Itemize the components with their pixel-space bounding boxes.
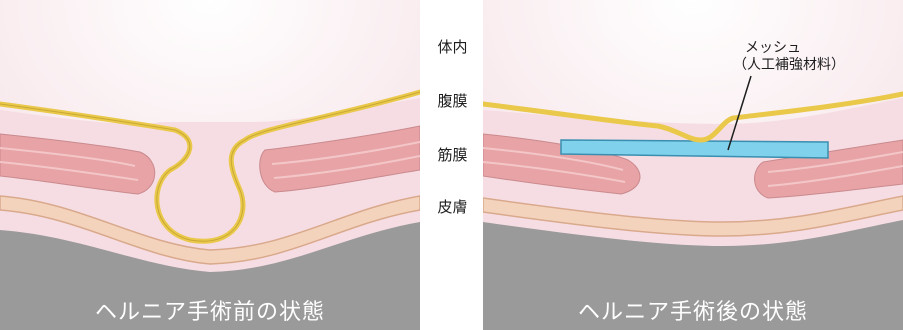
label-skin: 皮膚 (425, 196, 480, 217)
label-inside-body: 体内 (425, 36, 480, 57)
label-peritoneum: 腹膜 (425, 90, 480, 111)
label-fascia: 筋膜 (425, 144, 480, 165)
before-surgery-panel: ヘルニア手術前の状態 (0, 0, 420, 330)
caption-before: ヘルニア手術前の状態 (0, 294, 420, 326)
before-surgery-diagram (0, 0, 420, 330)
caption-after: ヘルニア手術後の状態 (483, 294, 903, 326)
mesh-sublabel: （人工補強材料） (733, 57, 845, 74)
mesh-patch (561, 140, 828, 158)
mesh-label: メッシュ (733, 40, 845, 57)
mesh-callout: メッシュ （人工補強材料） (733, 40, 845, 74)
